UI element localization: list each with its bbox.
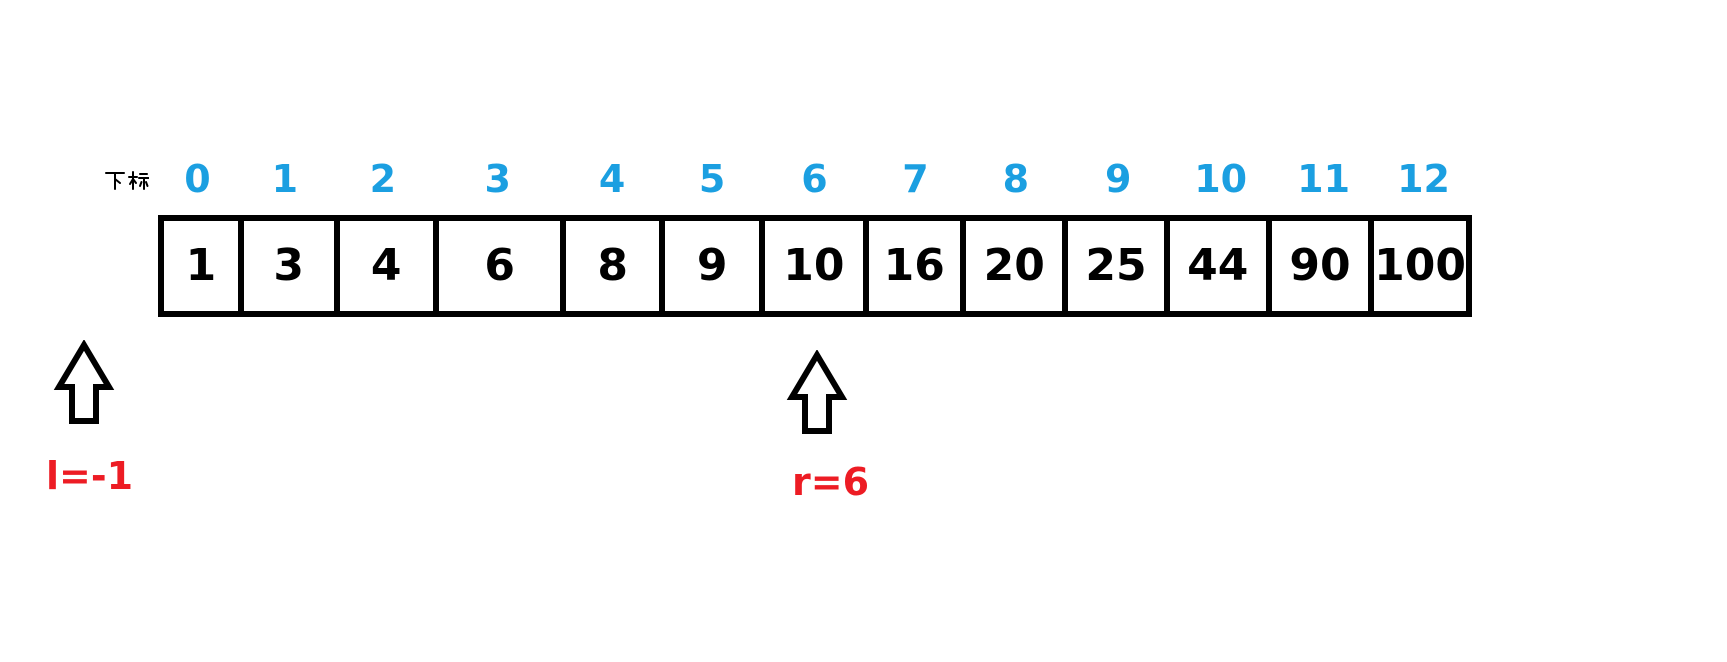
r-pointer-label: r=6 <box>792 460 870 504</box>
array-cell-value: 44 <box>1187 240 1249 291</box>
r-pointer-up-arrow-icon <box>786 350 848 434</box>
array-cell-value: 8 <box>597 240 628 291</box>
array-cell-value: 10 <box>783 240 845 291</box>
array-cell: 100 <box>1368 221 1466 311</box>
array-cell-value: 20 <box>983 240 1045 291</box>
array-cell: 16 <box>862 221 961 311</box>
array-cell: 3 <box>237 221 334 311</box>
array-box: 1 3 4 6 8 9 10 16 20 25 44 90 100 <box>158 215 1472 317</box>
array-cell-value: 6 <box>484 240 515 291</box>
array-cell: 20 <box>960 221 1062 311</box>
array-cell: 44 <box>1163 221 1266 311</box>
array-cell-value: 9 <box>696 240 728 291</box>
array-cell: 8 <box>560 221 659 311</box>
array-index-label: 10 <box>1194 157 1248 201</box>
array-index-label: 12 <box>1397 157 1450 201</box>
array-index-label: 9 <box>1105 157 1132 201</box>
array-cell-value: 25 <box>1085 240 1147 291</box>
array-cell-value: 16 <box>883 240 945 291</box>
array-index-label: 8 <box>1002 157 1030 201</box>
l-pointer-up-arrow-icon <box>53 340 115 424</box>
array-cell-value: 100 <box>1374 240 1466 291</box>
array-index-label: 4 <box>598 157 626 201</box>
array-cell: 1 <box>164 221 238 311</box>
array-cell-value: 4 <box>370 240 402 291</box>
array-cell: 25 <box>1062 221 1163 311</box>
array-index-label: 7 <box>902 157 929 201</box>
array-cell: 9 <box>658 221 759 311</box>
index-caption: 下标 <box>105 169 150 191</box>
array-cell-value: 1 <box>185 240 217 291</box>
array-cells: 1 3 4 6 8 9 10 16 20 25 44 90 100 <box>164 221 1466 311</box>
array-cell: 4 <box>333 221 433 311</box>
array-index-label: 5 <box>698 157 726 201</box>
array-index-label: 1 <box>271 157 299 201</box>
xiabiao-characters-icon <box>105 171 150 190</box>
array-cell: 6 <box>432 221 560 311</box>
array-cell-value: 90 <box>1289 240 1351 291</box>
array-index-label: 11 <box>1297 157 1351 201</box>
array-index-label: 6 <box>801 157 828 201</box>
array-index-label: 2 <box>369 157 397 201</box>
array-index-label: 0 <box>184 157 211 201</box>
array-cell: 90 <box>1265 221 1368 311</box>
l-pointer-label: l=-1 <box>46 454 134 498</box>
array-index-label: 3 <box>484 157 511 201</box>
array-cell-value: 3 <box>273 240 304 291</box>
array-cell: 10 <box>759 221 862 311</box>
